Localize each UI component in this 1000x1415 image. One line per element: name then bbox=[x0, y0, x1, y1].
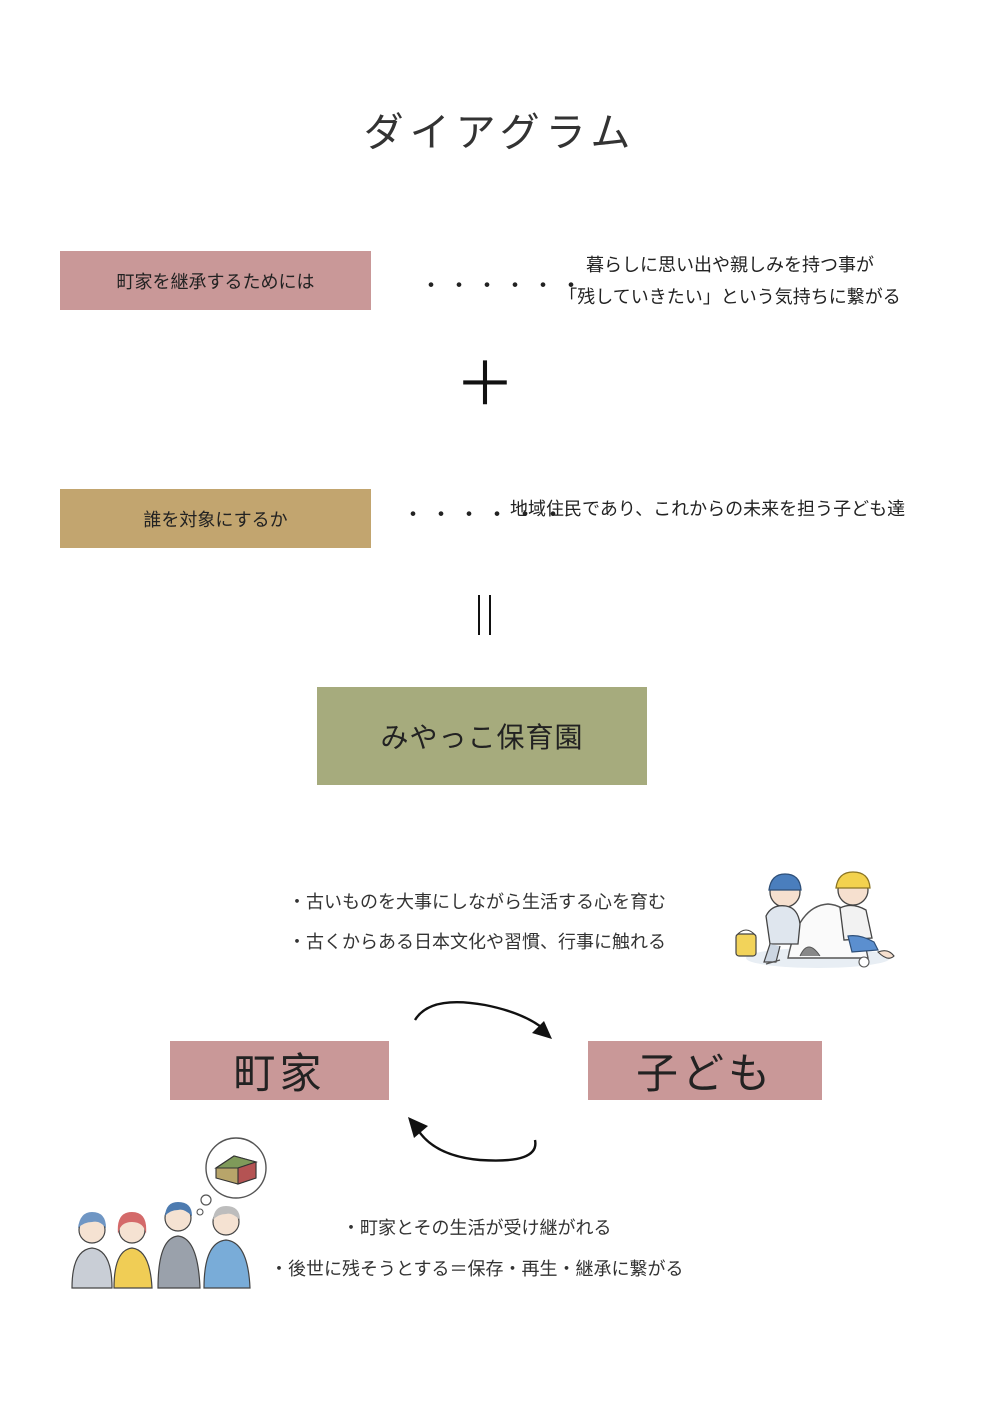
child-benefits-list: ・古いものを大事にしながら生活する心を育む ・古くからある日本文化や習慣、行事に… bbox=[288, 883, 666, 963]
plus-symbol: ＋ bbox=[455, 350, 515, 420]
children-playing-illustration bbox=[735, 871, 895, 968]
row1-description: 暮らしに思い出や親しみを持つ事が 「残していきたい」という気持ちに繋がる bbox=[540, 250, 920, 314]
machiya-box: 町家 bbox=[170, 1041, 389, 1100]
equals-symbol bbox=[478, 595, 494, 635]
machiya-benefit-item: ・後世に残そうとする＝保存・再生・継承に繋がる bbox=[270, 1259, 684, 1280]
community-people-illustration bbox=[71, 1137, 267, 1289]
machiya-benefit-line-1: ・町家とその生活が受け継がれる bbox=[342, 1209, 611, 1249]
children-label: 子ども bbox=[635, 1049, 774, 1098]
target-audience-label: 誰を対象にするか bbox=[143, 509, 288, 531]
machiya-benefit-line-2: ・後世に残そうとする＝保存・再生・継承に繋がる bbox=[270, 1250, 683, 1290]
row1-dots: ・・・・・・ bbox=[420, 274, 589, 299]
inherit-machiya-box: 町家を継承するためには bbox=[60, 251, 371, 310]
inherit-machiya-label: 町家を継承するためには bbox=[116, 271, 315, 293]
miyakko-nursery-label: みやっこ保育園 bbox=[380, 721, 584, 754]
page-title: ダイアグラム bbox=[363, 110, 637, 156]
child-benefit-item: ・古くからある日本文化や習慣、行事に触れる bbox=[288, 932, 666, 953]
machiya-label: 町家 bbox=[233, 1049, 326, 1098]
row2-dots: ・・・・・・ bbox=[402, 503, 571, 528]
child-benefit-item: ・古いものを大事にしながら生活する心を育む bbox=[288, 892, 666, 913]
arrow-to-machiya-icon bbox=[408, 1117, 537, 1162]
row1-desc-line2: 「残していきたい」という気持ちに繋がる bbox=[559, 287, 901, 308]
row2-description: 地域住民であり、これからの未来を担う子ども達 bbox=[510, 499, 906, 520]
children-box: 子ども bbox=[588, 1041, 822, 1100]
miyakko-nursery-box: みやっこ保育園 bbox=[317, 687, 647, 785]
target-audience-box: 誰を対象にするか bbox=[60, 489, 371, 548]
arrow-to-children-icon bbox=[413, 1001, 552, 1039]
machiya-benefit-item: ・町家とその生活が受け継がれる bbox=[342, 1218, 612, 1239]
row1-desc-line1: 暮らしに思い出や親しみを持つ事が bbox=[586, 255, 874, 276]
